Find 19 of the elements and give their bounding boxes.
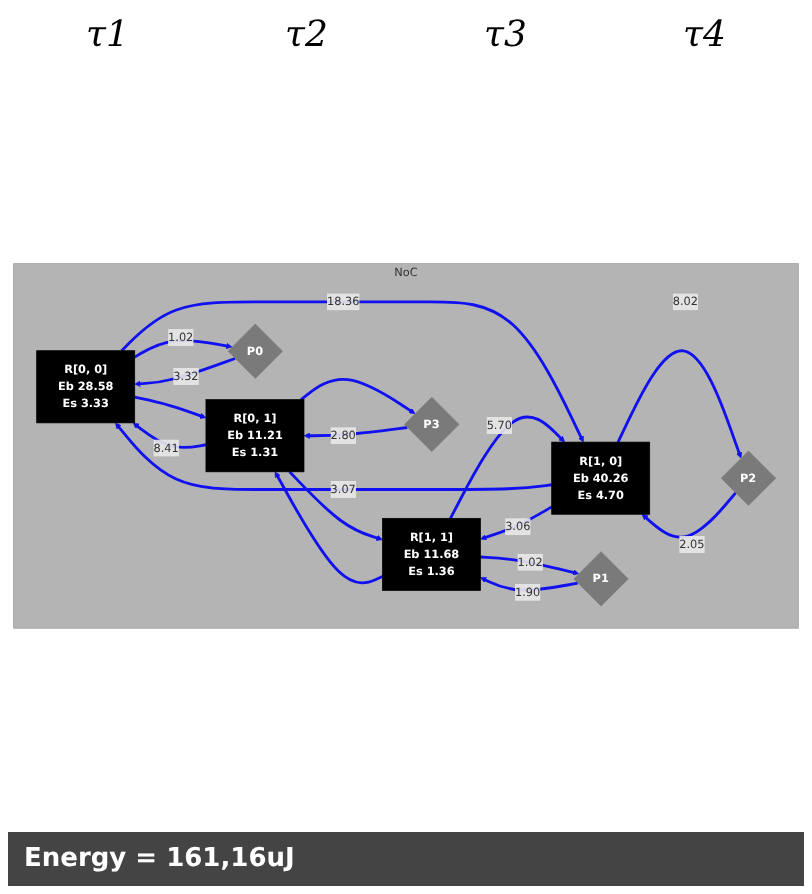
quadrant-label: τ1 xyxy=(86,13,129,55)
arrow xyxy=(300,378,416,414)
arrow xyxy=(134,357,236,387)
arrow xyxy=(480,555,579,576)
arrow xyxy=(641,492,737,539)
arrow xyxy=(132,422,207,449)
arrow xyxy=(449,415,565,520)
arrow xyxy=(616,349,743,459)
arrow xyxy=(134,395,207,419)
quadrant-label: τ2 xyxy=(285,13,328,55)
arrow xyxy=(274,471,383,585)
arrow xyxy=(288,470,383,541)
arrow xyxy=(303,426,408,439)
quadrant-label: τ3 xyxy=(484,13,527,55)
quadrant-label: τ4 xyxy=(683,13,726,55)
arrow xyxy=(480,505,553,541)
arrow xyxy=(120,300,584,443)
arrow xyxy=(115,422,552,491)
energy-readout: Energy = 161,16uJ xyxy=(8,832,804,886)
